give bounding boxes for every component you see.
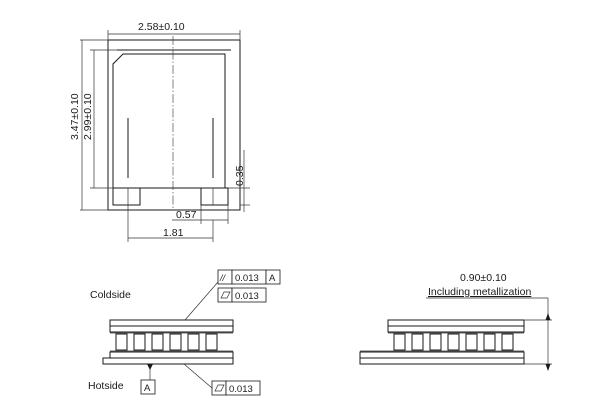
flatness-icon xyxy=(220,291,231,299)
right-bottom-plate xyxy=(359,357,525,365)
datum-label: A xyxy=(144,383,151,394)
bottom-ceramic-plate xyxy=(102,357,234,365)
side-view-right: 0.90±0.10 Including metallization xyxy=(359,272,552,371)
datum-box: A xyxy=(140,379,156,395)
fcf-parallelism: // 0.013 A xyxy=(217,269,281,285)
dim-pad-width-label: 0.57 xyxy=(176,209,197,221)
fcf-flatness-bottom: 0.013 xyxy=(211,380,261,396)
dim-inner-height-label: 2.99±0.10 xyxy=(82,93,94,140)
flatness-bottom-value: 0.013 xyxy=(229,384,253,395)
coldside-label: Coldside xyxy=(90,289,131,301)
leader-coldside xyxy=(184,281,219,321)
pad-left xyxy=(112,187,141,206)
outer-body-outline xyxy=(107,39,241,211)
parallelism-symbol: // xyxy=(219,273,227,283)
parallelism-datum: A xyxy=(269,273,276,284)
side-view-left: Coldside Hotside // 0.013 A xyxy=(88,269,281,396)
right-top-plate xyxy=(387,319,525,327)
dim-outer-height-label: 3.47±0.10 xyxy=(69,93,81,140)
thickness-label: 0.90±0.10 xyxy=(460,272,507,284)
right-pellet-row xyxy=(360,332,524,352)
top-ceramic-plate xyxy=(109,319,234,327)
metallization-note: Including metallization xyxy=(428,286,531,298)
hotside-label: Hotside xyxy=(88,380,124,392)
fcf-flatness-top: 0.013 xyxy=(217,287,267,303)
dim-pad-span-label: 1.81 xyxy=(163,227,184,239)
leader-hotside xyxy=(183,363,213,389)
dim-pad-height-label: 0.35 xyxy=(234,165,246,186)
pad-right xyxy=(200,187,229,206)
top-view: 2.58±0.10 3.47±0.10 2.99±0.10 0.35 0.57 … xyxy=(69,21,250,242)
dim-width-label: 2.58±0.10 xyxy=(138,21,185,33)
pellet-row xyxy=(110,332,233,352)
inner-ceramic-outline xyxy=(112,53,226,189)
parallelism-value: 0.013 xyxy=(235,273,259,284)
flatness-icon-bottom xyxy=(214,384,225,392)
flatness-top-value: 0.013 xyxy=(235,291,259,302)
